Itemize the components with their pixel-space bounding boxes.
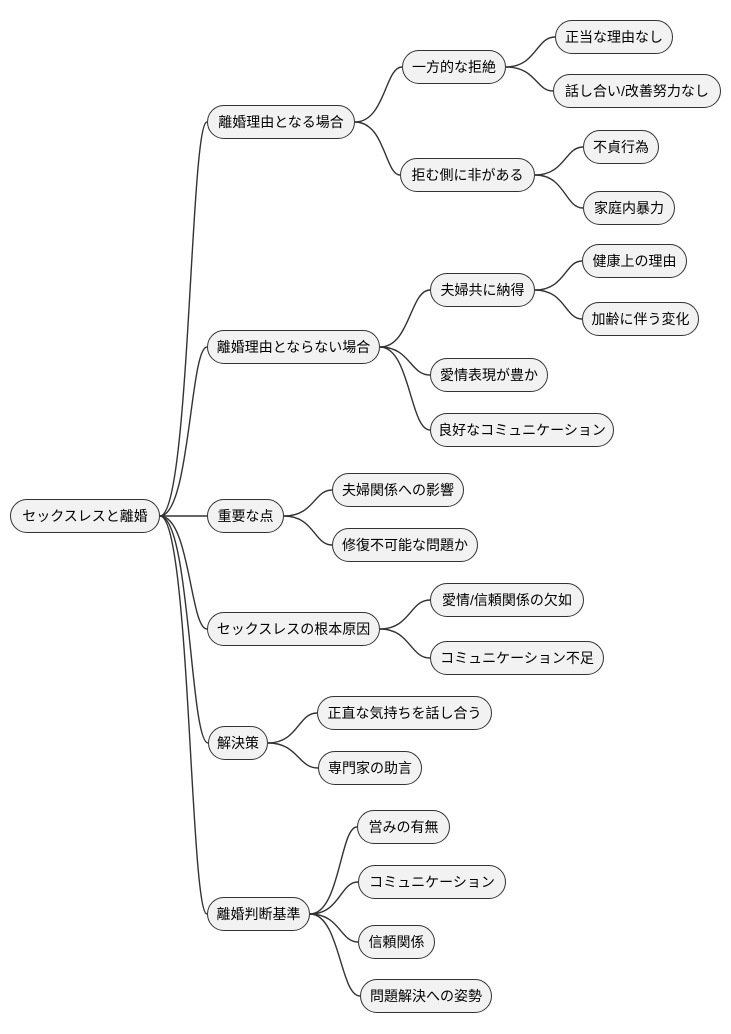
edge-notgrounds-to-good-communication — [379, 346, 431, 431]
edge-causes-to-lack-of-love-trust — [379, 599, 431, 630]
node-health-reasons: 健康上の理由 — [582, 244, 687, 278]
node-no-legitimate-reason: 正当な理由なし — [555, 20, 673, 54]
node-communication: コミュニケーション — [358, 865, 506, 899]
node-not-grounds-for-divorce: 離婚理由とならない場合 — [207, 330, 380, 364]
edge-root-to-solutions — [159, 515, 209, 744]
edge-solutions-to-expert-advice — [267, 742, 319, 769]
edge-refusal-to-no-legitimate-reason — [505, 36, 556, 68]
edge-solutions-to-honest-discussion — [267, 712, 318, 744]
edge-criteria-to-intimacy-presence — [309, 826, 358, 915]
node-solutions: 解決策 — [208, 726, 268, 760]
node-good-communication: 良好なコミュニケーション — [430, 413, 614, 447]
edge-criteria-to-problem-solving-attitude — [309, 913, 361, 997]
edge-causes-to-lack-of-communication — [379, 628, 431, 659]
edge-criteria-to-trust — [309, 913, 359, 943]
edge-root-to-divorce-criteria — [159, 515, 208, 915]
node-infidelity: 不貞行為 — [583, 130, 659, 164]
node-root-causes: セックスレスの根本原因 — [207, 612, 380, 646]
edge-agreement-to-age-related-changes — [534, 289, 583, 320]
edge-root-to-grounds-for-divorce — [159, 121, 208, 517]
edge-root-to-root-causes — [159, 515, 208, 630]
node-impact-on-marriage: 夫婦関係への影響 — [332, 473, 464, 507]
node-sexless-and-divorce: セックスレスと離婚 — [10, 499, 160, 533]
node-divorce-criteria: 離婚判断基準 — [207, 897, 310, 931]
node-expert-advice: 専門家の助言 — [318, 751, 422, 785]
node-lack-of-love-trust: 愛情/信頼関係の欠如 — [430, 583, 584, 617]
node-important-points: 重要な点 — [207, 499, 284, 533]
edge-grounds-to-refuser-at-fault — [354, 121, 401, 176]
node-lack-of-communication: コミュニケーション不足 — [430, 641, 604, 675]
node-problem-solving-attitude: 問題解決への姿勢 — [360, 979, 492, 1013]
node-refuser-at-fault: 拒む側に非がある — [400, 158, 535, 192]
edge-notgrounds-to-rich-affection — [379, 346, 431, 376]
edge-important-to-irreparable-problem — [283, 515, 333, 546]
edge-important-to-impact-on-marriage — [283, 489, 333, 517]
edge-agreement-to-health-reasons — [534, 260, 583, 291]
node-rich-affection: 愛情表現が豊か — [430, 358, 548, 392]
edge-criteria-to-communication — [309, 881, 359, 915]
node-age-related-changes: 加齢に伴う変化 — [582, 302, 699, 336]
node-mutual-agreement: 夫婦共に納得 — [430, 273, 535, 307]
edge-grounds-to-unilateral-refusal — [354, 66, 403, 123]
node-irreparable-problem: 修復不可能な問題か — [332, 528, 478, 562]
edge-refusal-to-no-discussion-effort — [505, 66, 554, 92]
node-grounds-for-divorce: 離婚理由となる場合 — [207, 105, 355, 139]
edge-root-to-not-grounds-for-divorce — [159, 346, 208, 517]
node-no-discussion-effort: 話し合い/改善努力なし — [553, 74, 721, 108]
edge-fault-to-domestic-violence — [534, 174, 584, 209]
node-honest-discussion: 正直な気持ちを話し合う — [317, 696, 492, 730]
node-trust: 信頼関係 — [358, 925, 435, 959]
edge-notgrounds-to-mutual-agreement — [379, 289, 431, 348]
edge-fault-to-infidelity — [534, 146, 584, 176]
node-intimacy-presence: 営みの有無 — [357, 810, 450, 844]
node-domestic-violence: 家庭内暴力 — [583, 191, 675, 225]
node-unilateral-refusal: 一方的な拒絶 — [402, 50, 506, 84]
